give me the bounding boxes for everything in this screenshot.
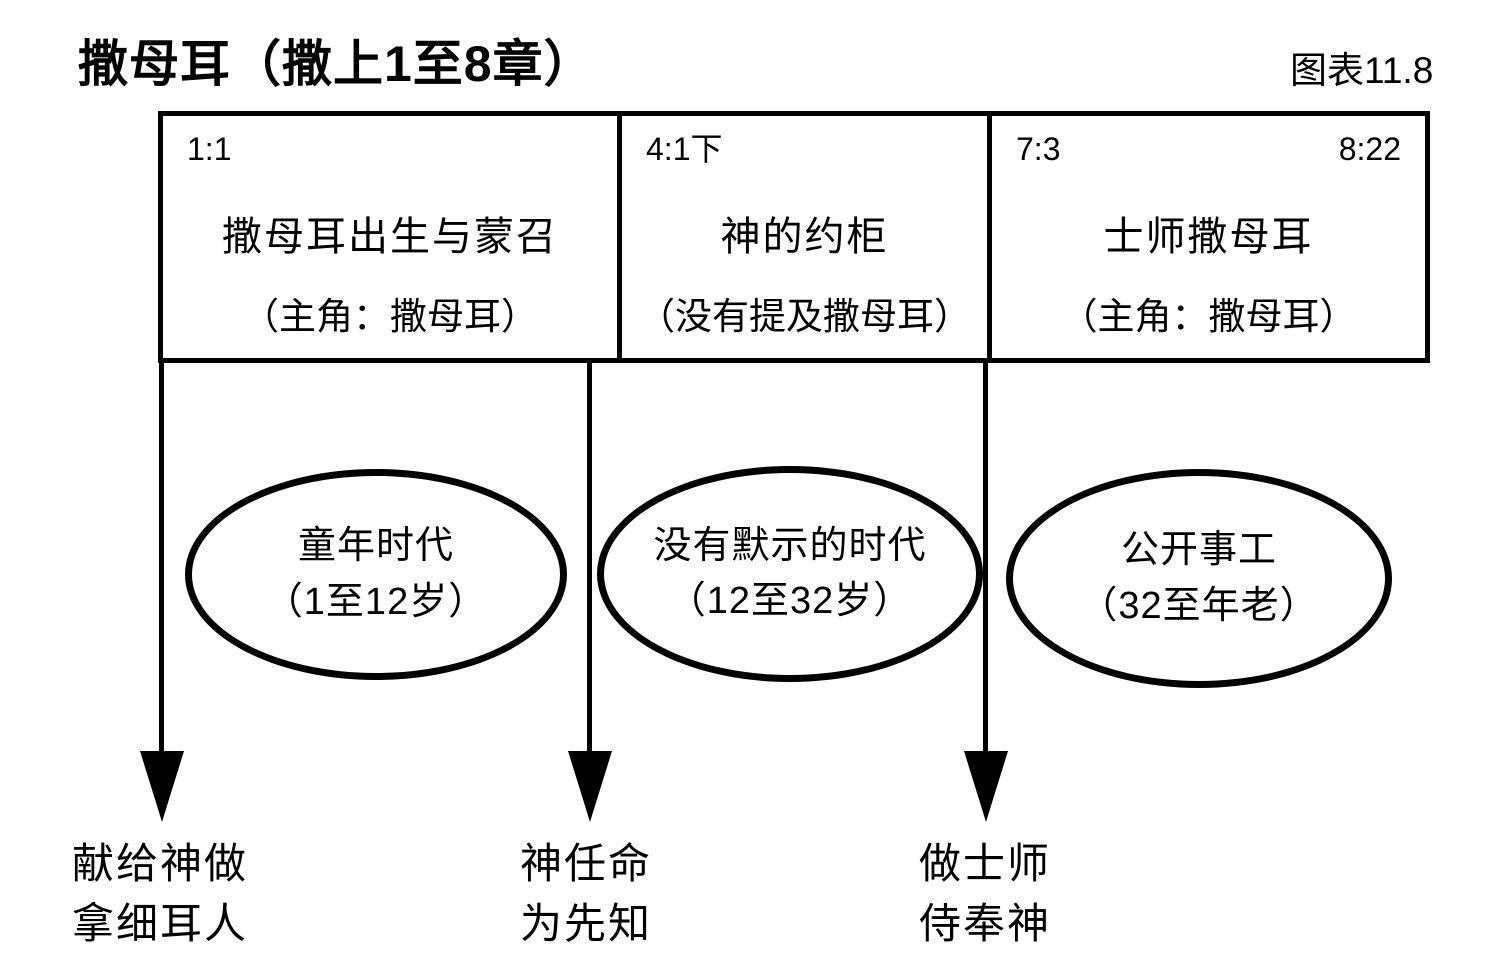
timeline-box: 1:1 撒母耳出生与蒙召 （主角：撒母耳） 4:1下 神的约柜 （没有提及撒母耳… <box>158 111 1430 363</box>
arrow-label-judge: 做士师 侍奉神 <box>919 834 1051 953</box>
stage-line2: （32至年老） <box>1079 584 1319 627</box>
arrow-line-1 <box>159 363 164 755</box>
section-ref-row: 1:1 <box>163 116 617 168</box>
section-ref-row: 7:3 8:22 <box>992 116 1425 168</box>
arrow-label-line1: 神任命 <box>519 840 653 887</box>
section-title: 撒母耳出生与蒙召 <box>222 215 558 260</box>
section-title: 神的约柜 <box>720 215 889 260</box>
stage-line1: 童年时代 <box>297 525 454 568</box>
down-arrow-icon <box>140 751 184 822</box>
stage-ellipse-no-revelation: 没有默示的时代 （12至32岁） <box>597 466 983 682</box>
arrow-label-line1: 献给神做 <box>71 840 249 887</box>
page-title: 撒母耳（撒上1至8章） <box>78 36 595 92</box>
arrow-line-2 <box>587 363 592 755</box>
down-arrow-icon <box>568 751 612 822</box>
arrow-line-3 <box>983 363 988 755</box>
section-ref-row: 4:1下 <box>622 116 987 168</box>
section-judge-samuel: 7:3 8:22 士师撒母耳 （主角：撒母耳） <box>992 116 1425 358</box>
stage-line2: （12至32岁） <box>667 580 913 622</box>
section-subtitle: （没有提及撒母耳） <box>638 297 971 339</box>
ref-start: 4:1下 <box>646 131 723 167</box>
arrow-label-nazirite: 献给神做 拿细耳人 <box>72 834 248 953</box>
stage-ellipse-public-ministry: 公开事工 （32至年老） <box>1006 469 1392 688</box>
section-title: 士师撒母耳 <box>1103 215 1314 260</box>
arrow-label-line2: 为先知 <box>519 899 653 947</box>
ref-end: 8:22 <box>1338 131 1401 167</box>
ref-start: 1:1 <box>187 131 232 167</box>
arrow-label-line2: 拿细耳人 <box>71 899 249 947</box>
ref-start: 7:3 <box>1016 131 1061 167</box>
section-subtitle: （主角：撒母耳） <box>1060 297 1357 339</box>
stage-line1: 公开事工 <box>1120 529 1277 572</box>
stage-line1: 没有默示的时代 <box>653 524 927 567</box>
arrow-label-prophet: 神任命 为先知 <box>520 834 652 953</box>
stage-line2: （1至12岁） <box>264 580 488 623</box>
figure-number: 图表11.8 <box>1290 50 1434 91</box>
section-birth-and-call: 1:1 撒母耳出生与蒙召 （主角：撒母耳） <box>163 116 617 358</box>
section-subtitle: （主角：撒母耳） <box>242 297 538 339</box>
arrow-label-line1: 做士师 <box>918 840 1052 887</box>
section-ark-of-god: 4:1下 神的约柜 （没有提及撒母耳） <box>617 116 992 358</box>
down-arrow-icon <box>964 751 1008 822</box>
stage-ellipse-childhood: 童年时代 （1至12岁） <box>185 469 567 680</box>
arrow-label-line2: 侍奉神 <box>918 899 1052 947</box>
